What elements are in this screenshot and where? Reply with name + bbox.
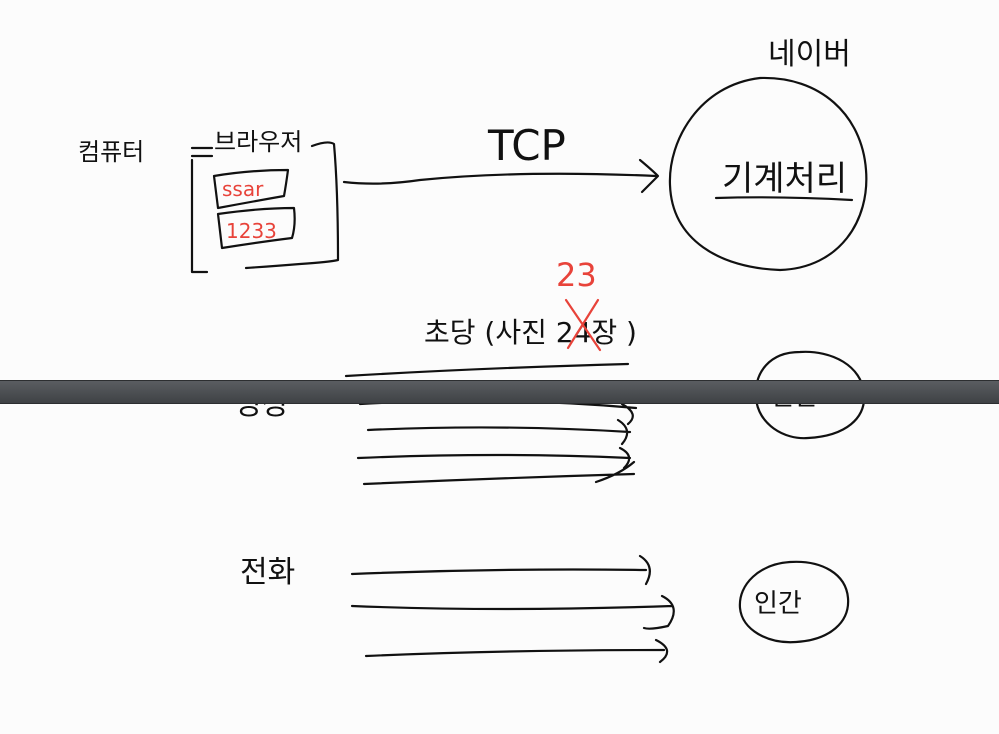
- per-second-note: 초당 (사진 24장 ): [424, 316, 637, 349]
- correction-number: 23: [556, 256, 597, 294]
- video-arrow-3: [366, 418, 632, 446]
- phone-arrow-2: [350, 594, 675, 630]
- human-circle-1: [754, 350, 866, 440]
- server-process-underline: [714, 196, 854, 202]
- browser-frame-left: [190, 158, 209, 274]
- human-circle-2: [738, 560, 850, 644]
- video-arrow-4: [356, 446, 632, 470]
- server-process-label: 기계처리: [722, 159, 847, 199]
- password-field: 1233: [216, 206, 296, 250]
- phone-label: 전화: [240, 555, 295, 590]
- tcp-arrow-head: [638, 158, 660, 194]
- browser-label: 브라우저: [214, 128, 302, 156]
- server-circle: [668, 76, 868, 272]
- browser-frame-right: [244, 141, 340, 270]
- tcp-arrow-line: [342, 172, 658, 185]
- overlay-bar: [0, 380, 999, 404]
- id-field-value: ssar: [222, 177, 264, 201]
- password-field-value: 1233: [226, 219, 277, 243]
- human-label-2: 인간: [754, 589, 802, 619]
- video-arrow-5: [362, 460, 636, 486]
- server-name: 네이버: [768, 37, 851, 72]
- video-arrow-2: [358, 399, 638, 426]
- phone-arrow-3: [364, 638, 669, 664]
- id-field: ssar: [212, 168, 290, 210]
- tcp-label: TCP: [487, 121, 566, 170]
- video-arrow-1: [344, 362, 630, 378]
- computer-label: 컴퓨터: [78, 138, 144, 166]
- equals-sign: [190, 146, 214, 158]
- strike-mark: [564, 298, 602, 352]
- phone-arrow-1: [350, 554, 651, 586]
